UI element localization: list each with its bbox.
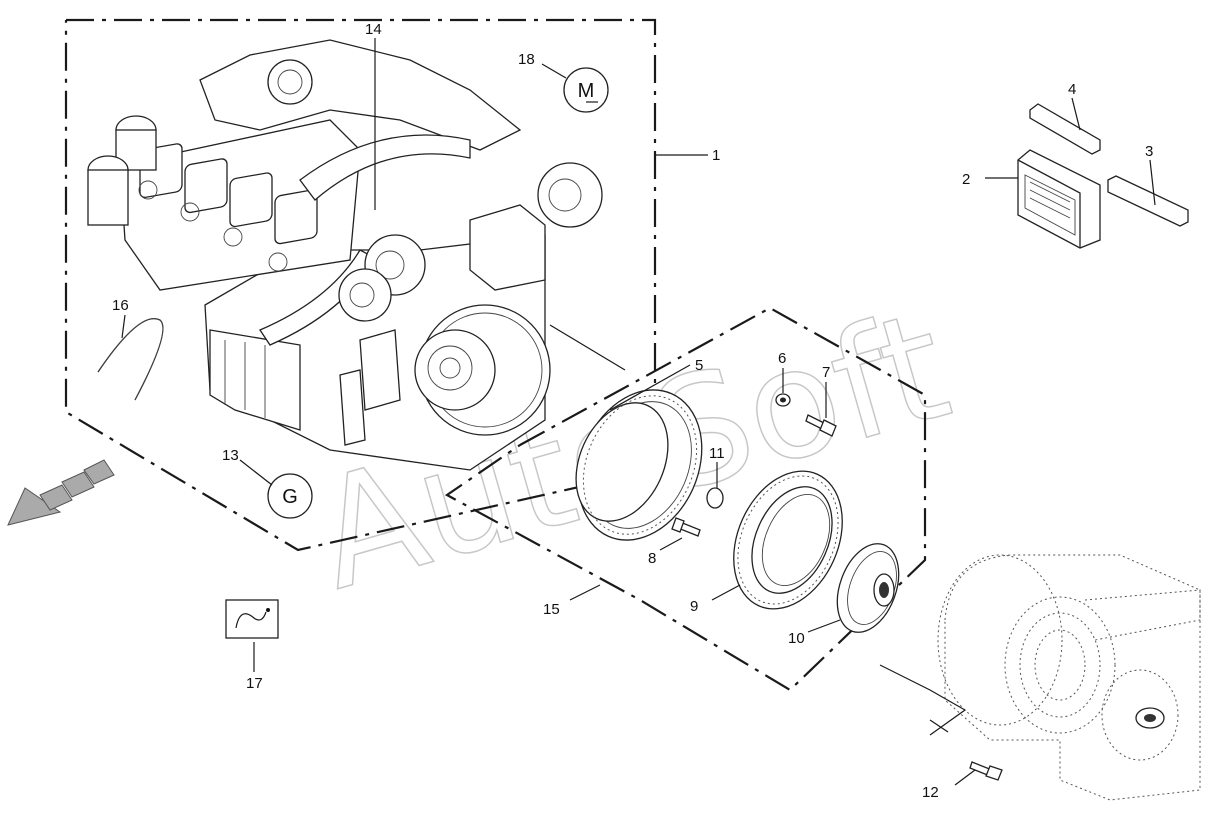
callout-1: 1 xyxy=(712,147,720,164)
flange-hub-icon xyxy=(836,543,900,633)
callout-15: 15 xyxy=(543,601,560,618)
bolt-12-icon xyxy=(969,761,1003,781)
hose-symbol-icon xyxy=(225,599,279,639)
callout-3: 3 xyxy=(1145,143,1153,160)
callout-6: 6 xyxy=(778,350,786,367)
callout-11: 11 xyxy=(709,445,725,462)
control-unit-icon xyxy=(1017,149,1101,249)
callout-12: 12 xyxy=(922,784,939,801)
badge-g-label: G xyxy=(282,486,298,508)
engine-assembly-icon xyxy=(87,39,603,471)
callout-4: 4 xyxy=(1068,81,1076,98)
callout-10: 10 xyxy=(788,630,805,647)
leader-lines xyxy=(121,38,1156,786)
callout-17: 17 xyxy=(246,675,263,692)
callout-14: 14 xyxy=(365,21,382,38)
flex-plate-icon xyxy=(733,470,843,610)
seal-ring-icon xyxy=(706,487,724,509)
callout-7: 7 xyxy=(822,364,830,381)
bolt-8-icon xyxy=(671,517,701,537)
callout-16: 16 xyxy=(112,297,129,314)
direction-arrow-icon xyxy=(7,459,115,526)
bracket-icon xyxy=(1029,103,1101,155)
washer-icon xyxy=(775,393,791,407)
transmission-housing-icon xyxy=(937,554,1201,801)
callout-8: 8 xyxy=(648,550,656,567)
ring-gear-icon xyxy=(575,389,703,541)
mounting-strap-icon xyxy=(1107,175,1189,227)
callout-labels: 1 2 3 4 5 6 7 8 9 10 11 12 13 14 15 16 1… xyxy=(112,21,1153,801)
badge-m: M xyxy=(563,67,609,113)
badge-g: G xyxy=(267,473,313,519)
callout-5: 5 xyxy=(695,357,703,374)
bolt-icon xyxy=(805,414,837,437)
badge-m-label: M xyxy=(578,80,595,102)
callout-9: 9 xyxy=(690,598,698,615)
callout-18: 18 xyxy=(518,51,535,68)
drive-belt-icon xyxy=(97,318,164,401)
callout-13: 13 xyxy=(222,447,239,464)
callout-2: 2 xyxy=(962,171,970,188)
